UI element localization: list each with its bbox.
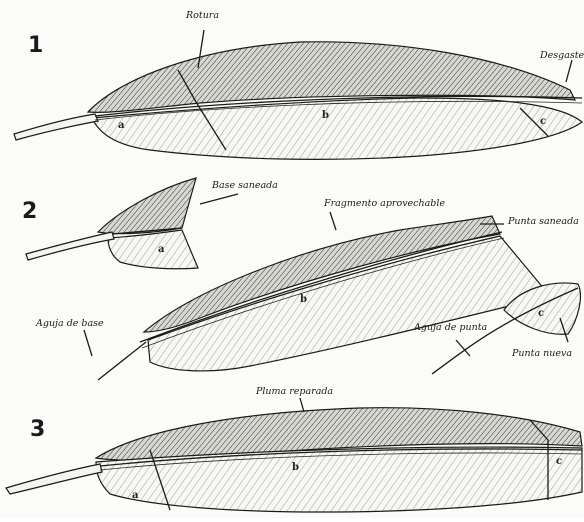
- figure-2-label-base-needle: Aguja de base: [35, 318, 104, 329]
- figure-3-segment-a: a: [132, 490, 139, 501]
- figure-1-segment-c: c: [540, 116, 546, 127]
- figure-2-base-needle: [98, 342, 146, 380]
- figure-2-label-usable-fragment: Fragmento aprovechable: [323, 198, 445, 209]
- figure-2-base-lower-vane: [108, 230, 198, 269]
- figure-2-segment-a: a: [158, 244, 165, 255]
- figure-1-number: 1: [28, 33, 43, 58]
- figure-2-base-upper-vane: [98, 178, 196, 234]
- figure-1-label-break: Rotura: [185, 10, 219, 21]
- figure-3-segment-b: b: [292, 462, 299, 473]
- figure-2-number: 2: [22, 199, 37, 224]
- figure-3-quill: [6, 464, 102, 494]
- figure-2-label-clean-tip: Punta saneada: [507, 216, 579, 227]
- figure-1: 1 Rotura Desgaste a b c: [14, 10, 584, 159]
- figure-2-segment-b: b: [300, 294, 307, 305]
- figure-2-label-clean-base: Base saneada: [211, 180, 278, 191]
- figure-1-label-wear: Desgaste: [539, 50, 584, 61]
- figure-1-quill: [14, 114, 98, 140]
- figure-2-segment-c: c: [538, 308, 544, 319]
- figure-1-segment-b: b: [322, 110, 329, 121]
- figure-3-segment-c: c: [556, 456, 562, 467]
- figure-3-number: 3: [30, 417, 45, 442]
- figure-2-base-quill: [26, 232, 114, 260]
- figure-3-lower-vane: [96, 447, 582, 512]
- figure-1-segment-a: a: [118, 120, 125, 131]
- figure-3-label-repaired-feather: Pluma reparada: [255, 386, 333, 397]
- figure-2: 2 Base saneada a Aguja de base Fragmento…: [22, 178, 580, 380]
- figure-2-label-tip-needle: Aguja de punta: [413, 322, 488, 333]
- figure-3: 3 Pluma reparada a b c: [6, 386, 582, 512]
- figure-2-label-new-tip: Punta nueva: [511, 348, 572, 359]
